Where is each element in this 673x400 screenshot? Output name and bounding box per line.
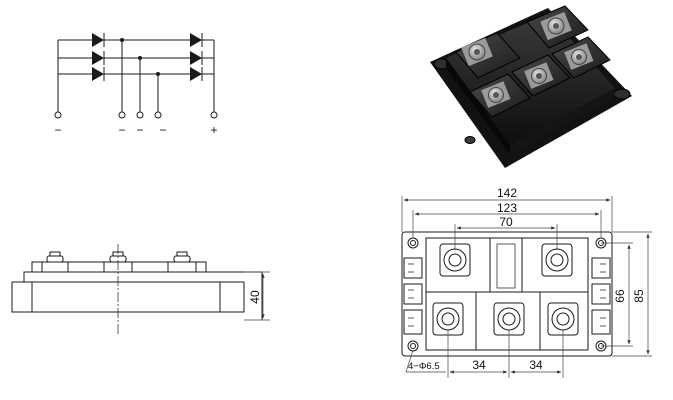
terminal-label: − [136,123,143,137]
height-dimension-label: 40 [248,290,262,304]
terminal-bolt [540,11,572,41]
side-view-drawing: 40 [11,244,270,334]
circuit-schematic: − − − − + [54,33,218,137]
diode-symbol [190,33,203,47]
diode-symbol [190,51,203,65]
diode-symbol [190,67,203,81]
terminal-label: − [54,123,61,137]
mount-width-label: 123 [497,201,517,215]
screw-head [173,251,191,263]
top-view-drawing: 142 123 70 85 66 34 34 4−Φ6.5 [401,186,652,378]
terminal-bolt [564,43,594,70]
diode-symbol [92,51,105,65]
terminal-label: − [159,123,166,137]
inner-width-label: 70 [499,215,513,229]
terminal-label: − [118,123,125,137]
terminal-bolt [461,37,493,67]
terminal-bolt [524,62,554,89]
pitch-right-label: 34 [529,358,543,372]
overall-width-label: 142 [497,186,517,200]
diode-symbol [92,67,105,81]
overall-height-label: 85 [632,289,646,303]
screw-head [46,251,64,263]
terminal-bolt [481,81,511,108]
hole-callout-label: 4−Φ6.5 [408,361,440,372]
mount-height-label: 66 [613,289,627,303]
pitch-left-label: 34 [472,358,486,372]
module-photo [430,5,632,168]
terminal-label: + [210,123,217,137]
diode-symbol [92,33,105,47]
